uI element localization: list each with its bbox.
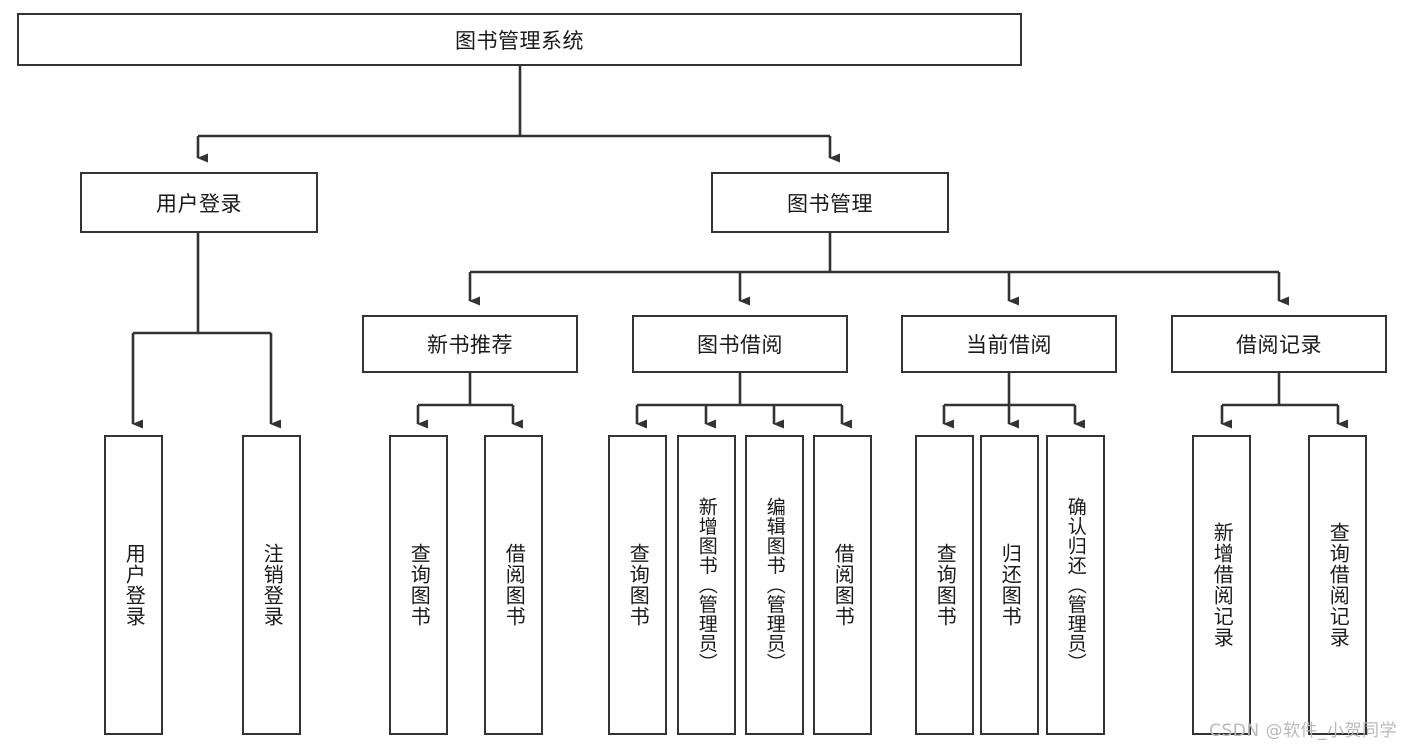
watermark-text: CSDN @软件_小贺同学 xyxy=(1209,721,1397,741)
leaf-label: 新增图书（管理员） xyxy=(695,497,718,673)
leaf-current-confirm-return-admin[interactable]: 确认归还（管理员） xyxy=(1046,435,1105,735)
leaf-record-query-record[interactable]: 查询借阅记录 xyxy=(1308,435,1367,735)
leaf-label: 查询图书 xyxy=(407,543,432,627)
node-label: 新书推荐 xyxy=(427,333,513,357)
leaf-label: 确认归还（管理员） xyxy=(1064,497,1087,673)
leaf-label: 注销登录 xyxy=(260,543,285,627)
leaf-current-return-book[interactable]: 归还图书 xyxy=(980,435,1039,735)
leaf-current-query-book[interactable]: 查询图书 xyxy=(915,435,974,735)
leaf-borrow-borrow-book[interactable]: 借阅图书 xyxy=(813,435,872,735)
leaf-user-login-login[interactable]: 用户登录 xyxy=(104,435,163,735)
node-label: 当前借阅 xyxy=(966,333,1052,357)
leaf-borrow-query-book[interactable]: 查询图书 xyxy=(608,435,667,735)
node-label: 图书管理 xyxy=(787,191,873,216)
node-new-book-recommend[interactable]: 新书推荐 xyxy=(362,315,578,373)
node-borrow-record[interactable]: 借阅记录 xyxy=(1171,315,1387,373)
leaf-new-book-query[interactable]: 查询图书 xyxy=(389,435,448,735)
leaf-label: 借阅图书 xyxy=(831,543,856,627)
leaf-label: 新增借阅记录 xyxy=(1210,522,1235,648)
leaf-label: 归还图书 xyxy=(998,543,1023,627)
node-book-management[interactable]: 图书管理 xyxy=(711,172,949,233)
node-label: 借阅记录 xyxy=(1236,333,1322,357)
leaf-label: 查询图书 xyxy=(626,543,651,627)
leaf-user-login-logout[interactable]: 注销登录 xyxy=(242,435,301,735)
node-user-login[interactable]: 用户登录 xyxy=(80,172,318,233)
node-book-borrow[interactable]: 图书借阅 xyxy=(632,315,848,373)
leaf-label: 借阅图书 xyxy=(502,543,527,627)
leaf-record-add-record[interactable]: 新增借阅记录 xyxy=(1192,435,1251,735)
leaf-label: 查询借阅记录 xyxy=(1326,522,1351,648)
node-label: 图书管理系统 xyxy=(455,28,584,53)
leaf-borrow-edit-book-admin[interactable]: 编辑图书（管理员） xyxy=(745,435,804,735)
leaf-new-book-borrow[interactable]: 借阅图书 xyxy=(484,435,543,735)
leaf-borrow-add-book-admin[interactable]: 新增图书（管理员） xyxy=(677,435,736,735)
node-label: 图书借阅 xyxy=(697,333,783,357)
leaf-label: 用户登录 xyxy=(122,543,147,627)
node-current-borrow[interactable]: 当前借阅 xyxy=(901,315,1117,373)
node-label: 用户登录 xyxy=(156,191,242,216)
leaf-label: 编辑图书（管理员） xyxy=(763,497,786,673)
leaf-label: 查询图书 xyxy=(933,543,958,627)
node-root-system[interactable]: 图书管理系统 xyxy=(17,13,1022,66)
